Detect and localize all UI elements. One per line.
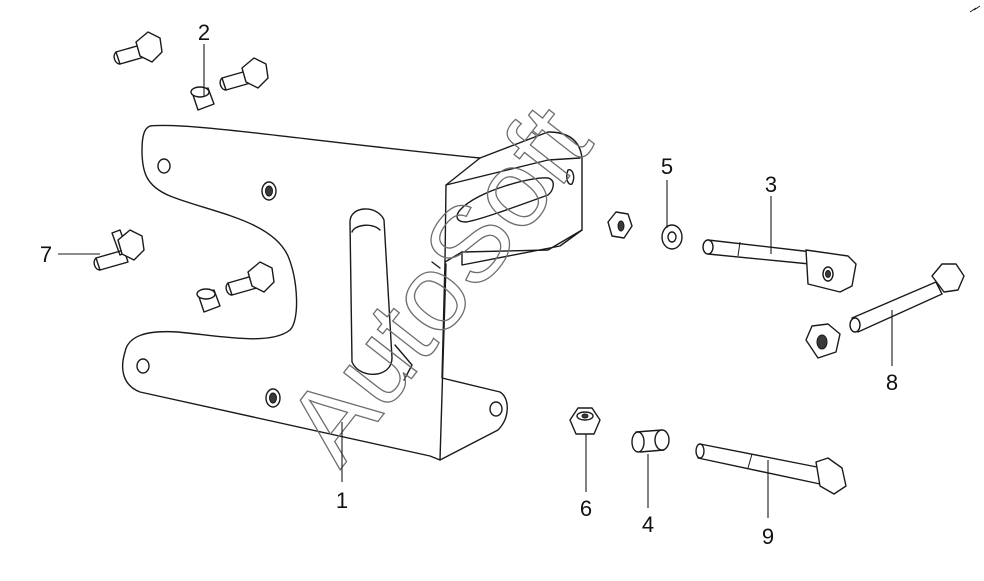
part-3-pin bbox=[702, 239, 857, 293]
callout-8: 8 bbox=[886, 370, 898, 395]
part-7-bolt bbox=[93, 229, 145, 271]
callout-7: 7 bbox=[40, 242, 52, 267]
part-6-nut bbox=[607, 211, 633, 239]
callout-6: 6 bbox=[580, 496, 592, 521]
part-5-washer bbox=[661, 224, 683, 250]
callout-2: 2 bbox=[198, 20, 210, 45]
corner-mark bbox=[969, 5, 981, 13]
part-1-bracket bbox=[122, 124, 583, 461]
part-6-nut-lower bbox=[569, 407, 601, 435]
part-8-nut bbox=[805, 323, 841, 359]
callout-3: 3 bbox=[765, 172, 777, 197]
part-4-bushing bbox=[631, 429, 670, 453]
part-7-bolt-mid bbox=[225, 261, 275, 296]
part-9-bolt bbox=[695, 443, 847, 495]
part-2-spacer-lower bbox=[196, 288, 221, 313]
callout-4: 4 bbox=[642, 512, 654, 537]
leader-lines bbox=[58, 44, 893, 518]
callout-5: 5 bbox=[661, 154, 673, 179]
part-7-bolt-upper-left bbox=[113, 31, 163, 65]
callout-9: 9 bbox=[762, 524, 774, 549]
callouts: 2 7 1 5 3 8 6 4 9 bbox=[40, 20, 898, 549]
callout-1: 1 bbox=[336, 488, 348, 513]
part-7-bolt-upper bbox=[219, 57, 269, 91]
part-8-bolt bbox=[849, 263, 965, 333]
part-2-spacer bbox=[190, 86, 215, 111]
